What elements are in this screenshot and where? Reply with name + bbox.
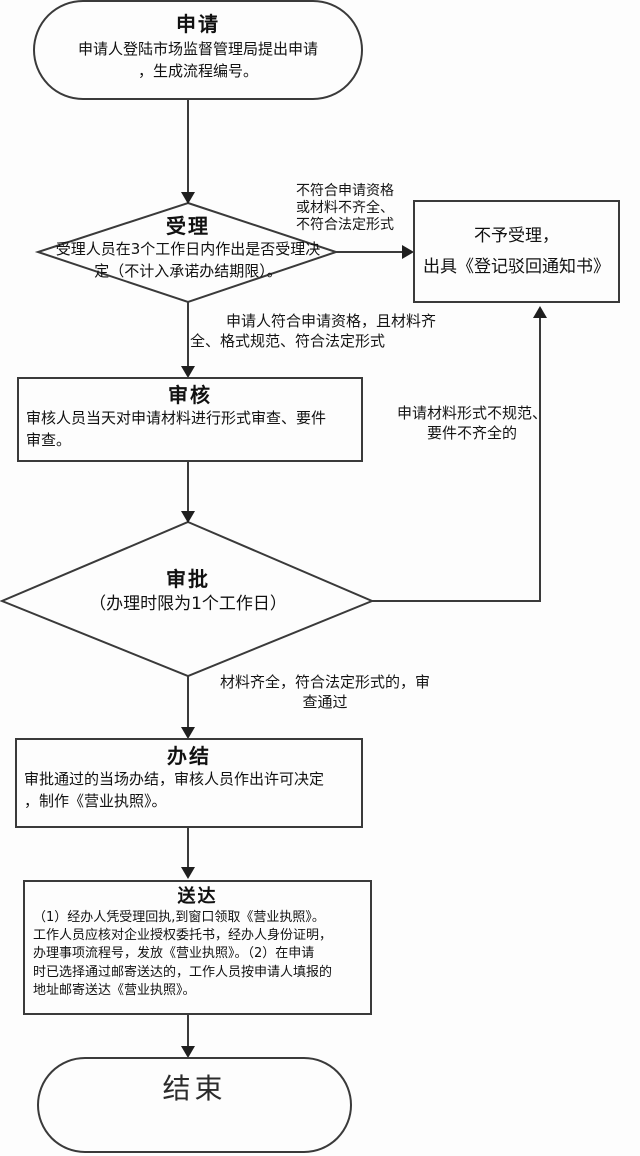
node-approve: 审批 （办理时限为1个工作日） (18, 567, 358, 617)
edge-approve-reject (372, 318, 541, 602)
deliver-body: （1）经办人凭受理回执,到窗口领取《营业执照》。 工作人员应核对企业授权委托书，… (33, 909, 333, 999)
arrowhead-right-icon (402, 245, 414, 259)
accept-title: 受理 (166, 214, 210, 238)
node-review: 审核 审核人员当天对申请材料进行形式审查、要件 审查。 (17, 377, 363, 462)
complete-body: 审批通过的当场办结，审核人员作出许可决定 ，制作《营业执照》。 (24, 770, 325, 810)
edge-label-reject-reason: 不符合申请资格 或材料不齐全、 不符合法定形式 (296, 183, 394, 233)
deliver-title: 送达 (177, 886, 218, 907)
node-reject: 不予受理， 出具《登记驳回通知书》 (413, 200, 620, 303)
edge-label-approve-pass: 材料齐全，符合法定形式的，审 查通过 (219, 673, 430, 712)
review-body: 审核人员当天对申请材料进行形式审查、要件 审查。 (26, 409, 327, 449)
review-title: 审核 (168, 383, 212, 407)
arrowhead-down-icon (181, 867, 195, 879)
node-end: 结束 (37, 1057, 352, 1153)
start-body: 申请人登陆市场监督管理局提出申请 ，生成流程编号。 (77, 40, 318, 80)
end-title: 结束 (162, 1072, 227, 1105)
accept-body: 受理人员在3个工作日内作出是否受理决 定（不计入承诺办结期限）。 (55, 240, 321, 280)
start-title: 申请 (176, 12, 220, 36)
arrowhead-down-icon (181, 727, 195, 739)
node-start: 申请 申请人登陆市场监督管理局提出申请 ，生成流程编号。 (33, 0, 363, 100)
edge-label-accept-pass: 申请人符合申请资格，且材料齐 全、格式规范、符合法定形式 (190, 312, 437, 350)
node-deliver: 送达 （1）经办人凭受理回执,到窗口领取《营业执照》。 工作人员应核对企业授权委… (23, 880, 372, 1015)
arrowhead-down-icon (181, 1046, 195, 1058)
edge-label-review-fail: 申请材料形式不规范、 要件不齐全的 (396, 404, 547, 443)
node-accept: 受理 受理人员在3个工作日内作出是否受理决 定（不计入承诺办结期限）。 (28, 214, 348, 283)
approve-title: 审批 (166, 567, 210, 591)
node-complete: 办结 审批通过的当场办结，审核人员作出许可决定 ，制作《营业执照》。 (15, 738, 363, 828)
complete-title: 办结 (167, 744, 211, 768)
arrowhead-down-icon (181, 366, 195, 378)
arrowhead-down-icon (181, 192, 195, 204)
arrowhead-down-icon (181, 511, 195, 523)
approve-body: （办理时限为1个工作日） (89, 594, 287, 614)
arrowhead-up-icon (533, 306, 547, 318)
